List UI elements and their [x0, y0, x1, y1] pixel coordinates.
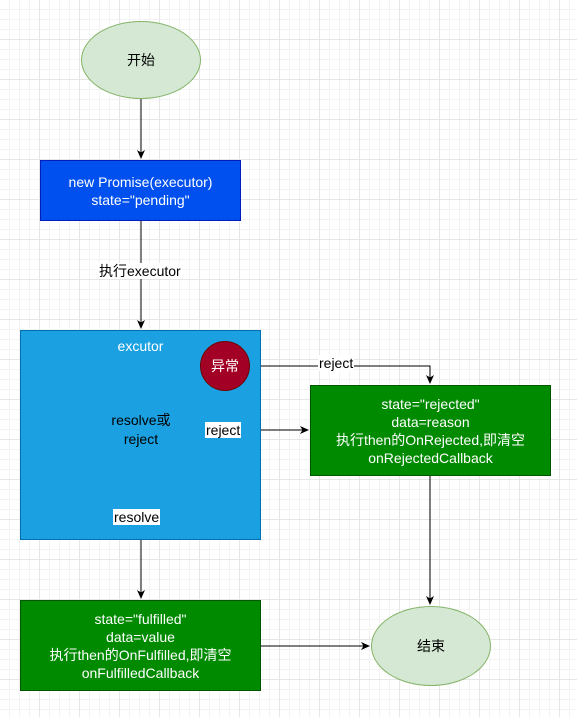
- edge-label-run-executor: 执行executor: [98, 263, 182, 279]
- fulfilled-state-box: state="fulfilled" data=value 执行then的OnFu…: [20, 600, 261, 691]
- start-node: 开始: [81, 21, 201, 99]
- start-label: 开始: [127, 52, 155, 68]
- new-promise-label: new Promise(executor): [68, 173, 213, 190]
- edge-label-decision-reject: reject: [205, 422, 242, 438]
- end-label: 结束: [417, 638, 445, 654]
- rejected-state-line4: onRejectedCallback: [368, 449, 493, 466]
- edge-exception-to-rejected: [250, 365, 434, 384]
- decision-label-line1: resolve或: [111, 412, 171, 428]
- excutor-container-title: excutor: [117, 338, 164, 354]
- exception-label: 异常: [211, 358, 239, 374]
- exception-node: 异常: [200, 341, 250, 391]
- end-node: 结束: [371, 606, 491, 686]
- rejected-state-line2: data=reason: [391, 413, 470, 430]
- rejected-state-line1: state="rejected": [381, 395, 480, 412]
- rejected-state-line3: 执行then的OnRejected,即清空: [335, 431, 526, 448]
- fulfilled-state-line4: onFulfilledCallback: [81, 664, 200, 681]
- rejected-state-box: state="rejected" data=reason 执行then的OnRe…: [310, 385, 551, 476]
- new-promise-box: new Promise(executor) state="pending": [40, 160, 241, 221]
- fulfilled-state-line2: data=value: [106, 628, 175, 645]
- decision-label-line2: reject: [123, 431, 159, 447]
- fulfilled-state-line3: 执行then的OnFulfilled,即清空: [49, 646, 232, 663]
- edge-label-exception-reject: reject: [318, 355, 355, 371]
- fulfilled-state-line1: state="fulfilled": [94, 610, 187, 627]
- pending-state-label: state="pending": [91, 191, 190, 208]
- decision-label: resolve或 reject: [91, 380, 191, 480]
- edge-label-decision-resolve: resolve: [113, 509, 161, 525]
